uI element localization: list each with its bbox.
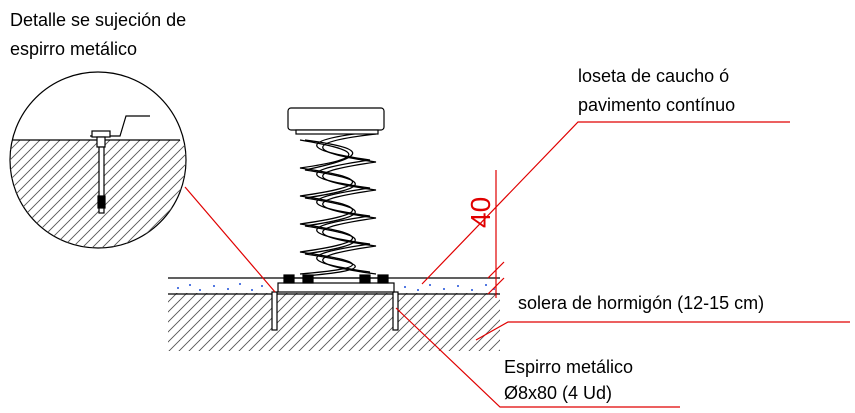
dimension-40 — [487, 170, 505, 298]
spring-coil — [299, 131, 377, 277]
aggregate-dots — [177, 283, 495, 291]
detail-title-line1: Detalle se sujeción de — [10, 10, 186, 30]
spring-top-seat — [287, 107, 385, 135]
surface-label-line1: loseta de caucho ó — [578, 66, 729, 86]
slab-label: solera de hormigón (12-15 cm) — [518, 293, 764, 313]
base-plate — [277, 274, 395, 293]
anchor-label-line2: Ø8x80 (4 Ud) — [504, 383, 612, 403]
anchor-label-line1: Espirro metálico — [504, 357, 633, 377]
leader-lines — [184, 121, 850, 408]
surface-label-line2: pavimento contínuo — [578, 95, 735, 115]
detail-circle — [9, 71, 187, 249]
detail-title-line2: espirro metálico — [10, 39, 137, 59]
detail-anchor-bolt — [90, 115, 150, 214]
